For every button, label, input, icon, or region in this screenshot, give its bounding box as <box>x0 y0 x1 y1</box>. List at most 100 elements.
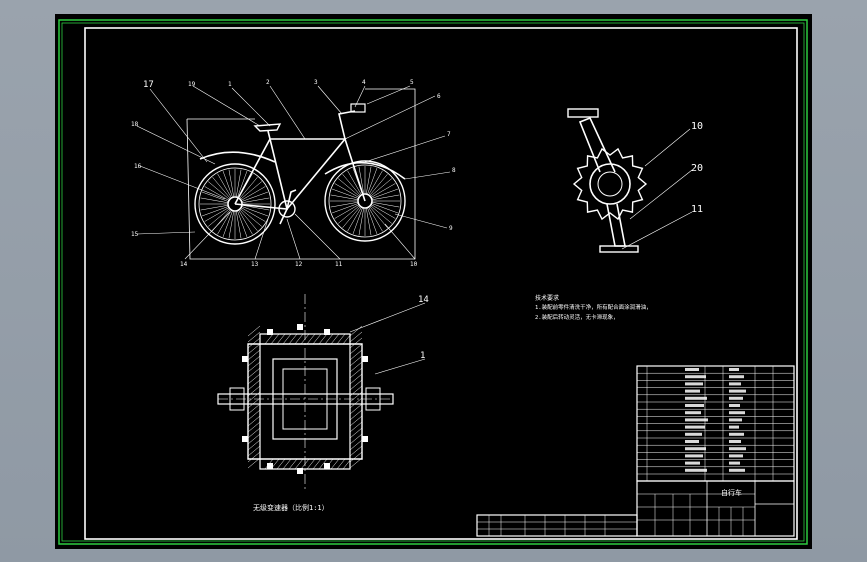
hatch-line <box>349 385 363 397</box>
parts-material-mark <box>729 468 745 472</box>
bike-leader-10: 10 <box>410 261 418 268</box>
bike-leader-6: 6 <box>437 93 441 100</box>
spoke <box>358 166 365 195</box>
hub-caption: 无级变速器（比例1:1） <box>253 503 329 512</box>
parts-name-mark <box>685 461 700 465</box>
hatch-line <box>349 355 363 367</box>
parts-material-mark <box>729 432 744 436</box>
hatch-line <box>349 343 363 355</box>
spoke <box>371 203 398 214</box>
bike-leader-19: 19 <box>188 81 196 88</box>
hatch-line <box>288 458 298 470</box>
hatch-line <box>247 373 261 385</box>
spoke <box>208 208 230 227</box>
bike-leader-9: 9 <box>449 225 453 232</box>
bike-leader-2: 2 <box>266 79 270 86</box>
hatch-line <box>336 333 346 345</box>
hatch-line <box>312 333 322 345</box>
spoke <box>367 207 378 234</box>
crank-leader-20: 20 <box>691 163 703 174</box>
spoke <box>342 206 361 228</box>
hatch-line <box>349 373 363 385</box>
cad-viewport[interactable]: 17 18 19 1 2 3 4 5 6 7 8 9 10 11 12 13 1… <box>55 14 812 549</box>
bike-leader-13: 13 <box>251 261 259 268</box>
spoke <box>240 207 266 222</box>
hatch-line <box>349 361 363 373</box>
hatch-line <box>247 325 261 337</box>
hatch-line <box>349 439 363 451</box>
hatch-line <box>330 458 340 470</box>
spoke <box>352 207 363 234</box>
spoke <box>204 186 230 201</box>
hatch-line <box>330 333 340 345</box>
spoke <box>217 209 232 235</box>
spoke <box>228 169 235 198</box>
stud-bolt <box>242 436 248 442</box>
stud-bolt <box>267 463 273 469</box>
spoke <box>367 168 378 195</box>
spoke <box>347 206 362 232</box>
hatch-line <box>247 385 261 397</box>
hatch-line <box>247 445 261 457</box>
parts-material-mark <box>729 375 744 379</box>
parts-name-mark <box>685 425 705 429</box>
hatch-line <box>247 361 261 373</box>
hatch-line <box>349 451 363 463</box>
spoke <box>241 191 268 202</box>
hatch-line <box>264 333 274 345</box>
hatch-line <box>294 333 304 345</box>
hatch-line <box>247 343 261 355</box>
hub-studs <box>242 324 368 474</box>
hatch-line <box>349 379 363 391</box>
spoke <box>235 169 242 198</box>
spoke <box>332 203 359 214</box>
hatch-line <box>349 391 363 403</box>
spoke <box>238 173 253 199</box>
hatch-line <box>247 331 261 343</box>
hatch-line <box>349 457 363 469</box>
spoke <box>368 206 383 232</box>
spoke <box>371 188 398 199</box>
notes-heading: 技术要求 <box>535 294 559 302</box>
hatch-line <box>349 397 363 409</box>
spoke <box>371 201 400 208</box>
stud-bolt <box>362 356 368 362</box>
spoke <box>240 181 262 200</box>
stud-bolt <box>324 329 330 335</box>
stud-bolt <box>297 324 303 330</box>
spoke <box>241 204 270 211</box>
spoke <box>235 210 242 239</box>
parts-material-mark <box>729 389 746 393</box>
parts-name-mark <box>685 382 703 386</box>
hatch-line <box>247 397 261 409</box>
crank-detail-view <box>567 108 693 253</box>
green-frame-outer <box>58 19 808 545</box>
bike-part-numbers: 17 18 19 1 2 3 4 5 6 7 8 9 10 11 12 13 1… <box>131 79 456 268</box>
parts-name-mark <box>685 389 700 393</box>
spoke <box>212 177 231 199</box>
bike-leader-14: 14 <box>180 261 188 268</box>
hatch-line <box>247 367 261 379</box>
hatch-line <box>349 337 363 349</box>
parts-list-text <box>685 368 746 472</box>
bike-leader-lines <box>136 85 451 260</box>
notes-line-2: 2.装配后转动灵活，无卡滞现象， <box>535 313 619 321</box>
hatch-line <box>342 333 352 345</box>
spoke <box>239 209 258 231</box>
spoke <box>241 197 270 204</box>
parts-name-mark <box>685 368 699 371</box>
bike-leader-17: 17 <box>143 80 154 90</box>
drawing-border <box>84 27 798 540</box>
bike-leader-3: 3 <box>314 79 318 86</box>
spoke <box>222 210 233 237</box>
parts-name-mark <box>685 468 707 472</box>
hatch-line <box>349 367 363 379</box>
hatch-line <box>276 458 286 470</box>
cad-drawing: 17 18 19 1 2 3 4 5 6 7 8 9 10 11 12 13 1… <box>58 19 808 545</box>
parts-material-mark <box>729 461 740 465</box>
parts-name-mark <box>685 432 702 436</box>
green-frame-inner <box>61 22 805 542</box>
hatch-line <box>300 333 310 345</box>
hub-leader-14: 14 <box>418 295 429 305</box>
hatch-line <box>247 451 261 463</box>
